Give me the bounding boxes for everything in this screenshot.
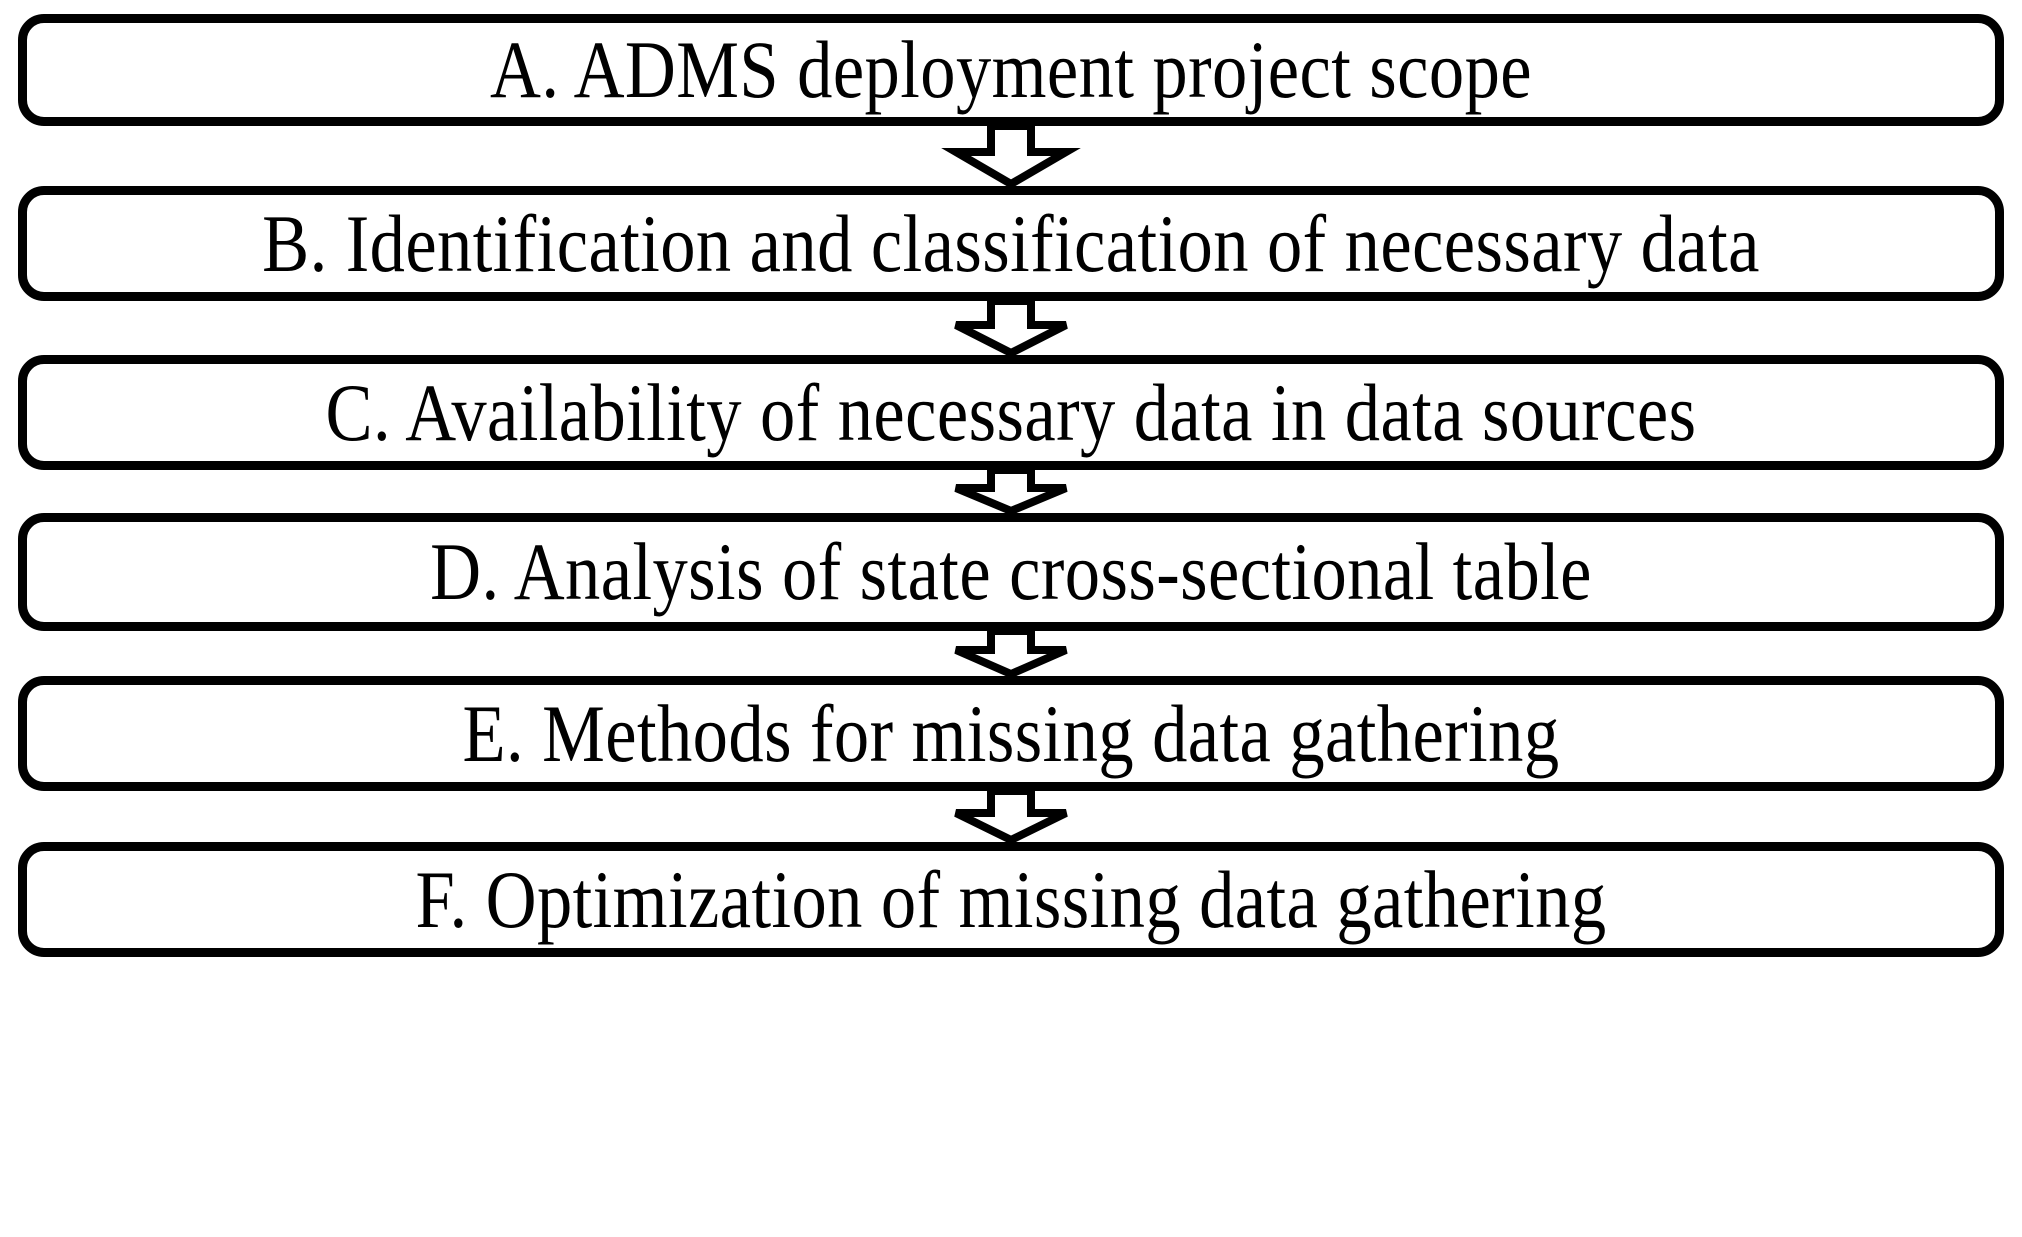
arrow-d-to-e bbox=[936, 631, 1086, 676]
process-node-e-label: E. Methods for missing data gathering bbox=[462, 687, 1560, 779]
process-node-a-label: A. ADMS deployment project scope bbox=[489, 24, 1533, 115]
process-node-f: F. Optimization of missing data gatherin… bbox=[18, 842, 2004, 957]
arrow-c-to-d bbox=[936, 470, 1086, 513]
process-node-c-label: C. Availability of necessary data in dat… bbox=[325, 366, 1697, 458]
process-node-a: A. ADMS deployment project scope bbox=[18, 14, 2004, 126]
process-node-d: D. Analysis of state cross-sectional tab… bbox=[18, 513, 2004, 631]
process-node-e: E. Methods for missing data gathering bbox=[18, 676, 2004, 791]
process-node-f-label: F. Optimization of missing data gatherin… bbox=[415, 853, 1607, 945]
process-node-d-label: D. Analysis of state cross-sectional tab… bbox=[430, 526, 1592, 617]
arrow-e-to-f bbox=[936, 791, 1086, 842]
process-node-c: C. Availability of necessary data in dat… bbox=[18, 355, 2004, 470]
arrow-a-to-b bbox=[936, 126, 1086, 186]
process-node-b: B. Identification and classification of … bbox=[18, 186, 2004, 301]
process-node-b-label: B. Identification and classification of … bbox=[262, 197, 1760, 289]
arrow-b-to-c bbox=[936, 301, 1086, 355]
